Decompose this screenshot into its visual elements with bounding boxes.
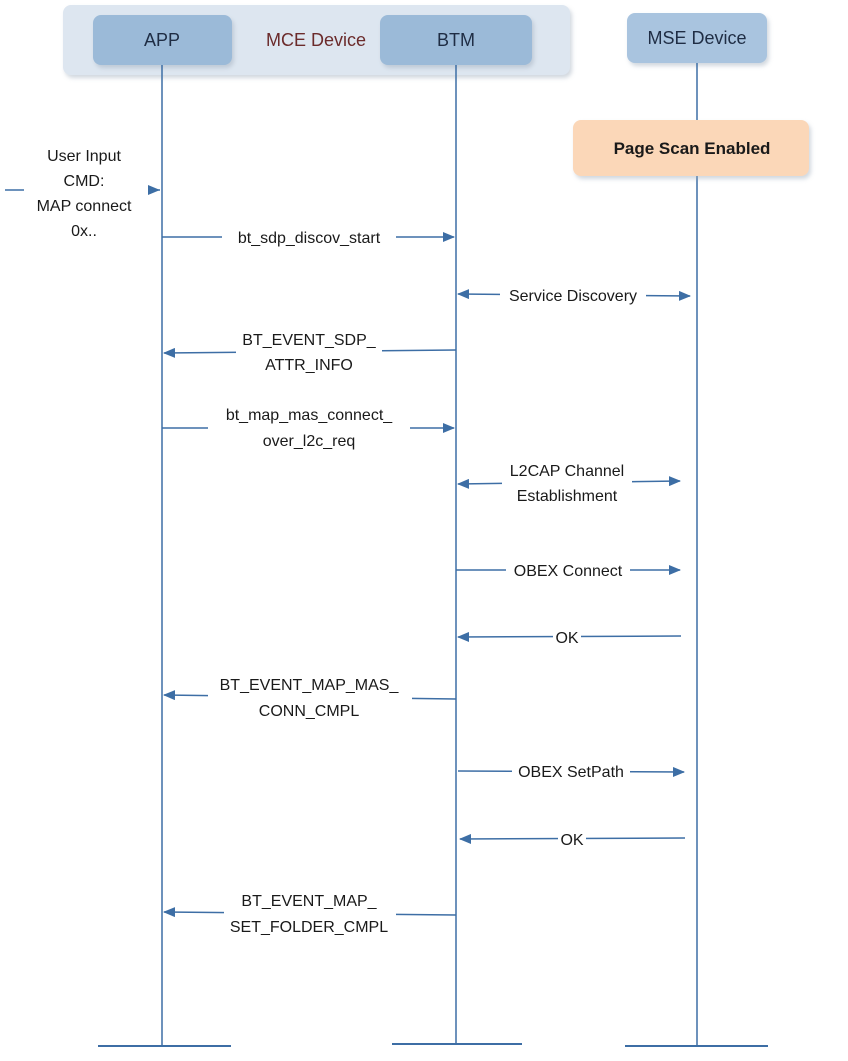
msg-sdp-attr-info-line-1: BT_EVENT_SDP_ (242, 332, 376, 349)
mse-participant-box (627, 13, 767, 63)
user-input-label-bg (24, 144, 148, 240)
msg-sdp-attr-info-line-2: ATTR_INFO (265, 357, 353, 374)
msg-l2cap-establishment-line-1: L2CAP Channel (510, 463, 624, 480)
msg-set-folder-cmpl-line-2: SET_FOLDER_CMPL (230, 919, 388, 936)
user-input-line-4: 0x.. (71, 223, 97, 240)
msg-obex-connect-bg (506, 559, 630, 581)
msg-l2cap-establishment-bg (502, 460, 632, 506)
msg-ok-1-label: OK (555, 630, 578, 647)
msg-mas-connect-req-bg (208, 404, 410, 450)
msg-obex-setpath-bg (512, 760, 630, 782)
msg-l2cap-establishment-line-2: Establishment (517, 488, 618, 505)
msg-mas-conn-cmpl-line-2: CONN_CMPL (259, 703, 360, 720)
mce-device-label: MCE Device (266, 30, 366, 50)
msg-sdp-attr-info-bg (236, 329, 382, 375)
msg-set-folder-cmpl-line-1: BT_EVENT_MAP_ (241, 893, 377, 910)
page-scan-note-label: Page Scan Enabled (614, 139, 771, 158)
msg-sdp-discov-start-bg (222, 226, 396, 248)
msg-set-folder-cmpl-bg (224, 890, 396, 936)
msg-mas-connect-req-line-1: bt_map_mas_connect_ (226, 407, 393, 424)
msg-service-discovery-label: Service Discovery (509, 288, 637, 305)
mse-participant-label: MSE Device (647, 28, 746, 48)
user-input-line-3: MAP connect (37, 198, 132, 215)
msg-ok-2-label: OK (560, 832, 583, 849)
user-input-line-1: User Input (47, 148, 121, 165)
msg-ok-1-bg (553, 626, 581, 648)
msg-sdp-discov-start-label: bt_sdp_discov_start (238, 230, 381, 247)
msg-mas-connect-req-line-2: over_l2c_req (263, 433, 356, 450)
msg-obex-setpath-label: OBEX SetPath (518, 764, 624, 781)
page-scan-note (573, 120, 809, 176)
user-input-arrowhead (148, 185, 160, 195)
msg-ok-2-bg (558, 828, 586, 850)
btm-participant-label: BTM (437, 30, 475, 50)
app-participant-box (93, 15, 232, 65)
msg-mas-conn-cmpl-bg (208, 674, 412, 720)
user-input-line-2: CMD: (64, 173, 105, 190)
btm-participant-box (380, 15, 532, 65)
app-participant-label: APP (144, 30, 180, 50)
msg-mas-conn-cmpl-line-1: BT_EVENT_MAP_MAS_ (220, 677, 400, 694)
msg-obex-connect-label: OBEX Connect (514, 563, 623, 580)
msg-service-discovery-bg (500, 284, 646, 306)
